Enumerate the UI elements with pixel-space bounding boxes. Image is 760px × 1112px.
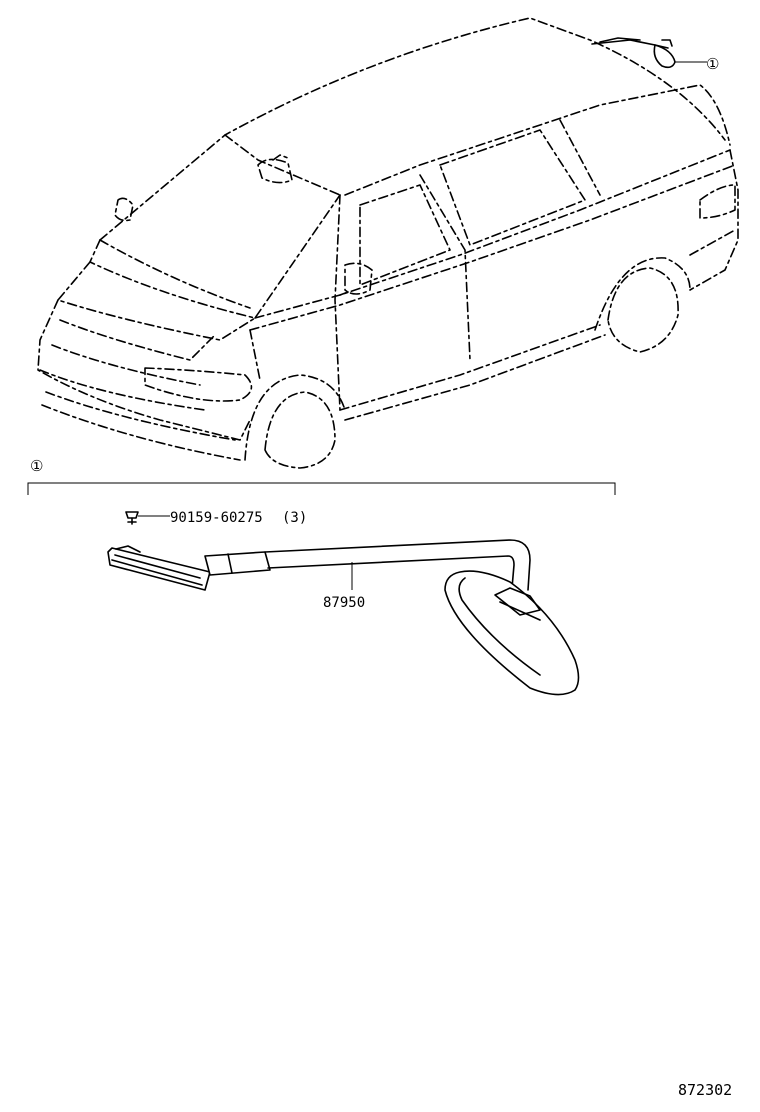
detail-callout-marker: ① [30,457,43,475]
detail-bracket [27,482,616,495]
part-number-mirror: 87950 [323,595,365,611]
vehicle-illustration [37,17,739,469]
inner-mirror-assembly [107,539,580,696]
part-qty-clip: (3) [282,510,307,526]
part-number-clip: 90159-60275 [170,510,263,526]
vehicle-callout-marker: ① [706,55,719,73]
illustration-number: 872302 [678,1081,732,1099]
clip-screw-icon [125,511,139,525]
